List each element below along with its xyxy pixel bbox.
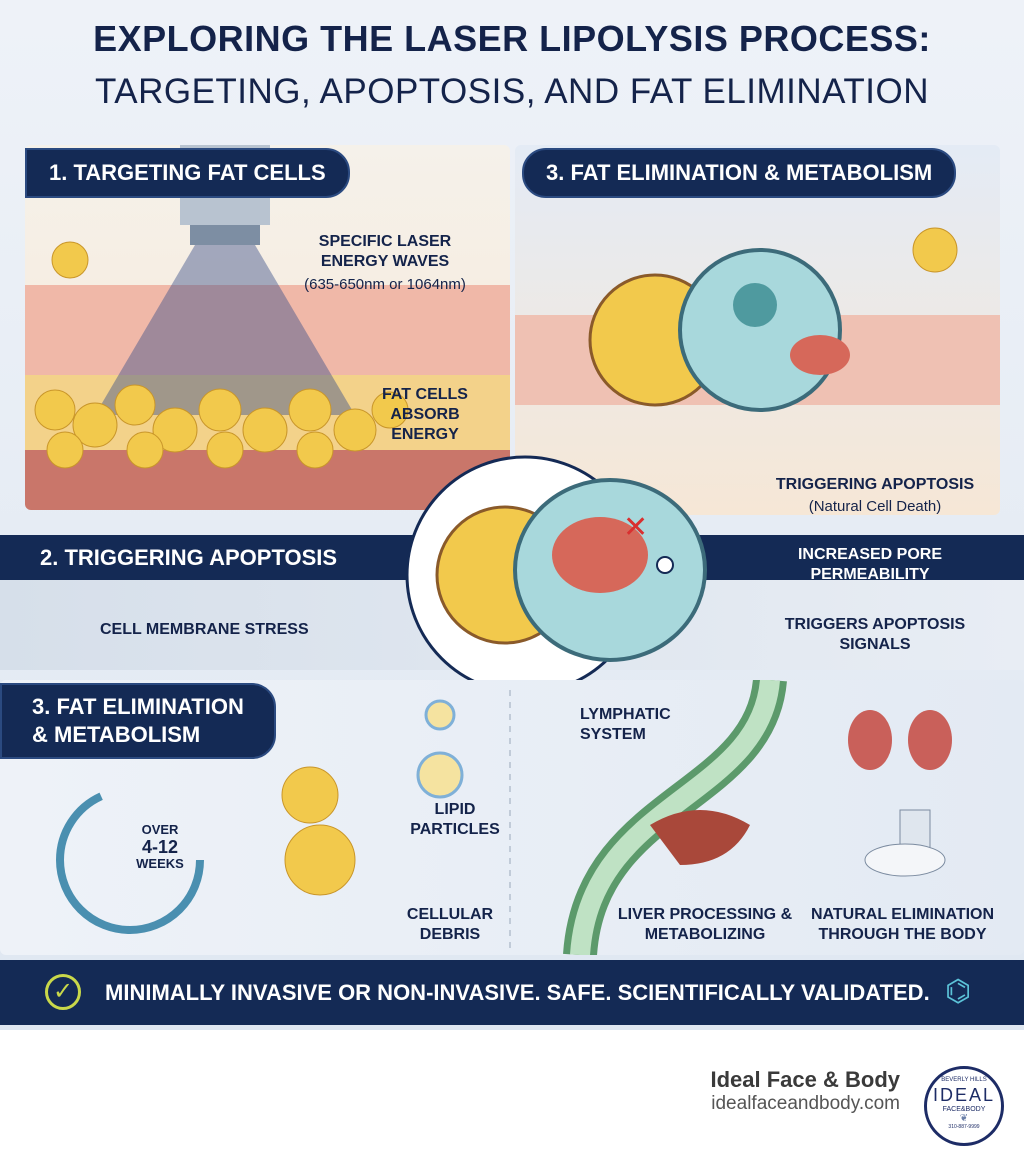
- elimination-illustration: [56, 680, 952, 955]
- magnified-cell: ✕: [405, 455, 707, 695]
- elimination-label: NATURAL ELIMINATION THROUGH THE BODY: [810, 906, 995, 943]
- section1-heading: 1. TARGETING FAT CELLS: [25, 148, 350, 198]
- laser-label: SPECIFIC LASER ENERGY WAVES: [318, 233, 452, 270]
- check-circle-icon: ✓: [45, 974, 81, 1010]
- brand-name: Ideal Face & Body: [710, 1067, 900, 1092]
- section3-heading-line1: 3. FAT ELIMINATION: [32, 694, 244, 719]
- section2-heading: 2. TRIGGERING APOPTOSIS: [40, 545, 338, 570]
- tagline: MINIMALLY INVASIVE OR NON-INVASIVE. SAFE…: [105, 980, 930, 1005]
- lymph-label: LYMPHATIC SYSTEM: [580, 706, 671, 743]
- membrane-label: CELL MEMBRANE STRESS: [100, 621, 309, 638]
- infographic: EXPLORING THE LASER LIPOLYSIS PROCESS: T…: [0, 0, 1024, 1030]
- pore-label: INCREASED PORE PERMEABILITY: [797, 546, 943, 583]
- liver: [650, 810, 750, 865]
- timer-over: OVER: [141, 822, 179, 837]
- logo-main: IDEAL: [932, 1085, 996, 1105]
- top-right-heading: 3. FAT ELIMINATION & METABOLISM: [522, 148, 957, 198]
- mitochondrion: [552, 517, 648, 593]
- wavelength-label: (635-650nm or 1064nm): [304, 276, 466, 293]
- laurel-icon: ❦: [959, 1113, 969, 1124]
- logo-sub: FACE&BODY: [942, 1106, 986, 1113]
- x-mark-icon: ✕: [623, 511, 648, 544]
- liver-label: LIVER PROCESSING & METABOLIZING: [617, 906, 793, 943]
- section3-heading: 3. FAT ELIMINATION & METABOLISM: [0, 683, 276, 759]
- title-line1: EXPLORING THE LASER LIPOLYSIS PROCESS:: [93, 18, 931, 59]
- brand-logo: BEVERLY HILLS IDEAL FACE&BODY ❦ 310-887-…: [924, 1066, 1004, 1146]
- laser-beam: [95, 245, 355, 415]
- timer-weeks: WEEKS: [136, 856, 184, 871]
- apoptosis-label: TRIGGERING APOPTOSIS: [775, 476, 975, 493]
- section3-heading-line2: & METABOLISM: [32, 722, 201, 747]
- footer-bar: ✓ MINIMALLY INVASIVE OR NON-INVASIVE. SA…: [0, 960, 1024, 1025]
- cell-illustration: [515, 227, 1000, 412]
- title-line2: TARGETING, APOPTOSIS, AND FAT ELIMINATIO…: [94, 72, 930, 111]
- logo-top: BEVERLY HILLS: [941, 1077, 987, 1083]
- lipid-label: LIPID PARTICLES: [410, 801, 500, 838]
- molecule-icon: ⌬: [945, 975, 972, 1008]
- elimination-panel-top: [515, 145, 1000, 515]
- absorb-label: FAT CELLS ABSORB ENERGY: [382, 386, 468, 443]
- brand-url[interactable]: idealfaceandbody.com: [711, 1093, 900, 1114]
- signals-label: TRIGGERS APOPTOSIS SIGNALS: [784, 616, 966, 653]
- debris-label: CELLULAR DEBRIS: [406, 906, 494, 943]
- timer-weeks-range: 4-12: [141, 837, 179, 857]
- logo-phone: 310-887-9999: [948, 1124, 980, 1130]
- apoptosis-sub: (Natural Cell Death): [808, 498, 942, 515]
- timer-label: OVER 4-12 WEEKS: [125, 823, 195, 871]
